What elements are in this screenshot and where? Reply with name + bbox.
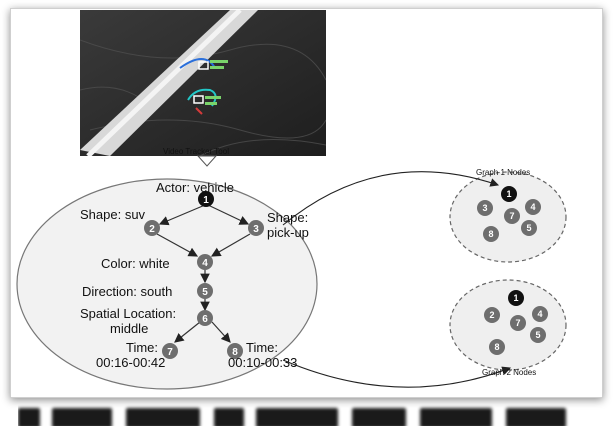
graph1-title: Graph 1 Nodes bbox=[476, 168, 531, 177]
node-3-number: 3 bbox=[253, 224, 259, 235]
graph2-node bbox=[484, 307, 500, 323]
graph2-title: Graph 2 Nodes bbox=[482, 368, 537, 377]
node-1 bbox=[198, 191, 214, 207]
shape-pickup-label-line2: pick-up bbox=[267, 225, 309, 240]
actor-label: Actor: vehicle bbox=[156, 180, 235, 195]
tracked-vehicle-box bbox=[193, 95, 204, 104]
node-1-number: 1 bbox=[203, 195, 209, 206]
graph1-node bbox=[483, 226, 499, 242]
node-2-number: 2 bbox=[149, 224, 155, 235]
graph1-node bbox=[501, 186, 517, 202]
graph2-node-number: 8 bbox=[494, 342, 499, 352]
color-label: Color: white bbox=[101, 256, 170, 271]
edge-3-4 bbox=[210, 233, 251, 257]
node-6 bbox=[197, 310, 213, 326]
tracked-vehicle-box bbox=[198, 61, 209, 70]
graph2-node-number: 4 bbox=[537, 309, 542, 319]
edge-6-7 bbox=[174, 321, 201, 343]
blurred-caption bbox=[18, 404, 603, 426]
graph2-node-number: 5 bbox=[535, 330, 540, 340]
node-5-number: 5 bbox=[202, 287, 208, 298]
node-2 bbox=[144, 220, 160, 236]
edge-6-8 bbox=[211, 321, 231, 343]
graph1-node-number: 1 bbox=[506, 189, 511, 199]
graph1-node bbox=[525, 199, 541, 215]
graph2-node-number: 7 bbox=[515, 318, 520, 328]
graph2-node bbox=[508, 290, 524, 306]
graph1-node bbox=[477, 200, 493, 216]
graph2-node bbox=[489, 339, 505, 355]
tool-caption: Video Tracker Tool bbox=[163, 147, 229, 156]
node-7 bbox=[162, 343, 178, 359]
node-6-number: 6 bbox=[202, 314, 208, 325]
aerial-scene bbox=[80, 10, 326, 156]
arrow-to-graph1 bbox=[282, 171, 500, 226]
shape-pickup-label-line1: Shape: bbox=[267, 210, 309, 225]
video-tracker-image bbox=[80, 10, 326, 156]
graph2-node-number: 1 bbox=[513, 293, 518, 303]
graph1-node-number: 7 bbox=[509, 211, 514, 221]
graph1-node-number: 5 bbox=[526, 223, 531, 233]
node-5 bbox=[197, 283, 213, 299]
graph1-node bbox=[521, 220, 537, 236]
time-7-label-line2: 00:16-00:42 bbox=[96, 355, 166, 370]
node-7-number: 7 bbox=[167, 347, 173, 358]
graph1-node-number: 4 bbox=[530, 202, 535, 212]
time-8-label-line1: Time: bbox=[246, 340, 279, 355]
graph2-node-number: 2 bbox=[489, 310, 494, 320]
edge-1-3 bbox=[207, 204, 250, 225]
graph1-node-number: 8 bbox=[488, 229, 493, 239]
node-8 bbox=[227, 343, 243, 359]
spatial-location-label-line1: Spatial Location: bbox=[80, 306, 177, 321]
graph1-node bbox=[504, 208, 520, 224]
node-3 bbox=[248, 220, 264, 236]
graph2-node bbox=[532, 306, 548, 322]
edge-1-2 bbox=[158, 204, 206, 226]
time-8-label-line2: 00:10-00:33 bbox=[228, 355, 298, 370]
callout-pointer bbox=[196, 155, 218, 167]
node-4-number: 4 bbox=[202, 258, 208, 269]
graph1-node-number: 3 bbox=[482, 203, 487, 213]
shape-suv-label: Shape: suv bbox=[80, 207, 146, 222]
edge-2-4 bbox=[156, 233, 199, 257]
node-4 bbox=[197, 254, 213, 270]
graph2-circle bbox=[449, 279, 567, 371]
spatial-location-label-line2: middle bbox=[110, 321, 149, 336]
graph2-node bbox=[510, 315, 526, 331]
actor-graph-ellipse bbox=[16, 178, 318, 390]
time-7-label-line1: Time: bbox=[126, 340, 159, 355]
direction-label: Direction: south bbox=[82, 284, 173, 299]
node-8-number: 8 bbox=[232, 347, 238, 358]
arrow-to-graph2 bbox=[282, 359, 512, 388]
graph2-node bbox=[530, 327, 546, 343]
